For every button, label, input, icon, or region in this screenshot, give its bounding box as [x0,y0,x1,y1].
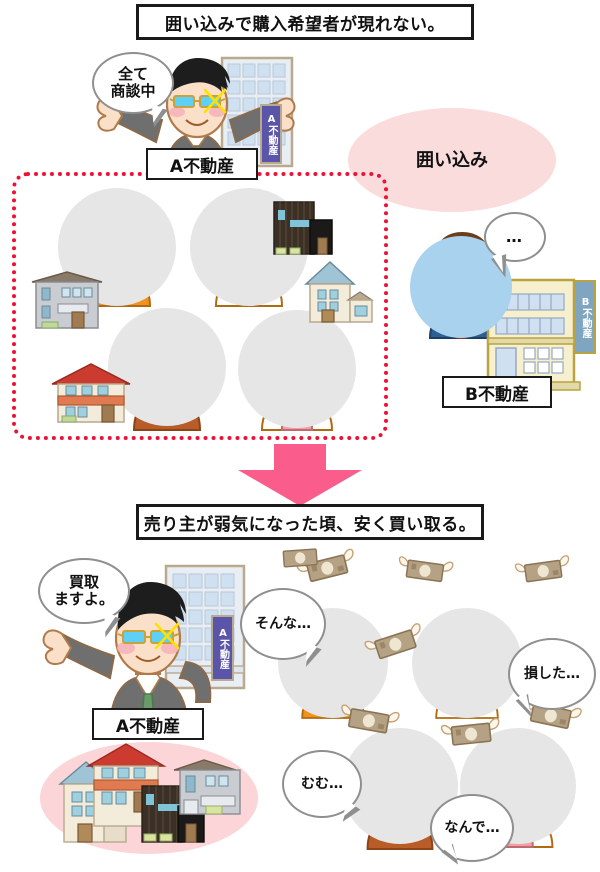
bubble-sonna: そんな… [240,588,326,670]
rival-plate: B不動産 [442,376,552,408]
house-white-gable [302,258,374,326]
flying-money-7 [520,694,585,736]
top-title-text: 囲い込みで購入希望者が現れない。 [165,14,445,35]
bubble-line-1: 買取 [68,572,99,591]
bottom-agent-plate: A不動産 [92,708,204,740]
flying-money-1 [295,545,360,589]
glint-icon [154,622,180,650]
bottom-agent-illustration [42,564,246,733]
bottom-seller-2 [412,608,522,719]
flying-money-6 [440,715,504,751]
down-arrow-icon [238,444,362,506]
bubble-nande: なんで… [430,794,514,869]
bubble-all-under-negotiation: 全て 商談中 [92,52,174,130]
bubble-sonshita: 損した… [508,638,596,720]
enclose-ellipse-label: 囲い込み [416,150,488,171]
a-building-sign-top: A不動産 [260,104,282,164]
flying-money-3 [514,552,573,588]
bottom-title-banner: 売り主が弱気になった頃、安く買い取る。 [136,504,484,540]
b-building-sign: B不動産 [574,280,596,354]
flying-money-5 [338,700,402,740]
flying-money-8 [273,542,329,572]
enclosed-seller-1 [58,188,176,307]
flying-money-2 [396,552,455,588]
bubble-mumu: むむ… [282,750,362,827]
top-title-banner: 囲い込みで購入希望者が現れない。 [136,4,474,40]
transition-arrow [236,444,364,506]
seller-backdrop-circle [412,608,522,718]
glint-icon [203,88,227,114]
seller-backdrop-circle [238,310,356,428]
houses-cluster [56,740,248,852]
a-building-sign-bottom: A不動産 [211,615,234,681]
enclosed-seller-3 [108,308,226,431]
enclose-ellipse: 囲い込み [348,108,556,212]
rival-bubble-ellipsis: … [484,212,546,280]
top-agent-plate: A不動産 [146,148,258,180]
house-dark-modern [270,198,336,260]
bubble-line-2: ますよ。 [53,590,114,608]
house-red-roof [48,360,134,426]
house-gray-apartment [28,268,106,330]
bubble-we-will-buy: 買取 ますよ。 [38,558,130,640]
bubble-line-1: 全て [117,64,148,83]
seller-backdrop-circle [108,308,226,426]
flying-money-4 [363,619,429,666]
bottom-agent-group: A不動産 [40,552,270,733]
bubble-line-2: 商談中 [110,82,156,100]
bottom-title-text: 売り主が弱気になった頃、安く買い取る。 [143,514,477,535]
enclosed-seller-4 [238,310,356,431]
